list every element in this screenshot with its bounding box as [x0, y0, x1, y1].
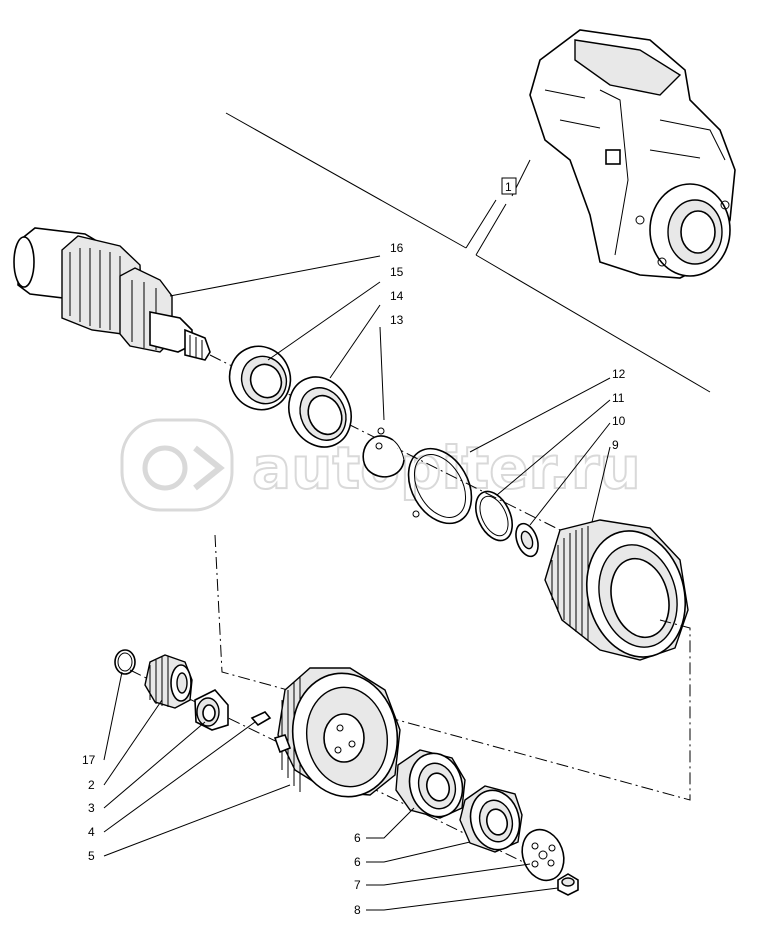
section-line	[225, 112, 711, 393]
section-break	[465, 199, 507, 256]
callout-labels: 1 16 15 14 13 12 11 10 9 17 2 3 4 5 6 6 …	[82, 177, 626, 917]
bushing-3	[194, 689, 229, 731]
ring-gear-9	[544, 519, 689, 661]
callout-box-1	[501, 177, 517, 195]
circlip-13	[362, 427, 405, 478]
callout-14: 14	[390, 289, 404, 303]
snap-ring-12	[407, 447, 473, 525]
bearing-6-lower	[459, 785, 523, 853]
callout-6-lower: 6	[354, 855, 361, 869]
callout-10: 10	[612, 414, 626, 428]
input-shaft	[13, 227, 211, 361]
callout-11: 11	[612, 391, 625, 405]
callout-9: 9	[612, 438, 619, 452]
group-frame	[214, 534, 691, 801]
callout-6-upper: 6	[354, 831, 361, 845]
ring-11	[475, 490, 513, 542]
callout-15: 15	[390, 265, 404, 279]
large-gear-5	[273, 667, 401, 798]
small-gear-2	[144, 654, 193, 709]
circlip-17	[114, 649, 136, 675]
callout-3: 3	[88, 801, 95, 815]
callout-2: 2	[88, 778, 95, 792]
callout-1: 1	[505, 180, 512, 194]
lock-washer-10	[515, 522, 539, 558]
callout-16: 16	[390, 241, 404, 255]
callout-5: 5	[88, 849, 95, 863]
a-arrow-logo-icon	[120, 418, 234, 512]
callout-13: 13	[390, 313, 404, 327]
callout-7: 7	[354, 878, 361, 892]
leader-lines	[103, 159, 611, 911]
bearing-6-upper	[395, 749, 466, 819]
callout-17: 17	[82, 753, 96, 767]
callout-4: 4	[88, 825, 95, 839]
callout-12: 12	[612, 367, 626, 381]
transmission-assembly	[529, 29, 736, 279]
seal-15	[228, 345, 292, 411]
bolt-8	[557, 873, 579, 896]
callout-8: 8	[354, 903, 361, 917]
bearing-ring-14	[288, 376, 352, 448]
washer-plate-7	[521, 828, 565, 882]
pin-4	[250, 711, 272, 727]
